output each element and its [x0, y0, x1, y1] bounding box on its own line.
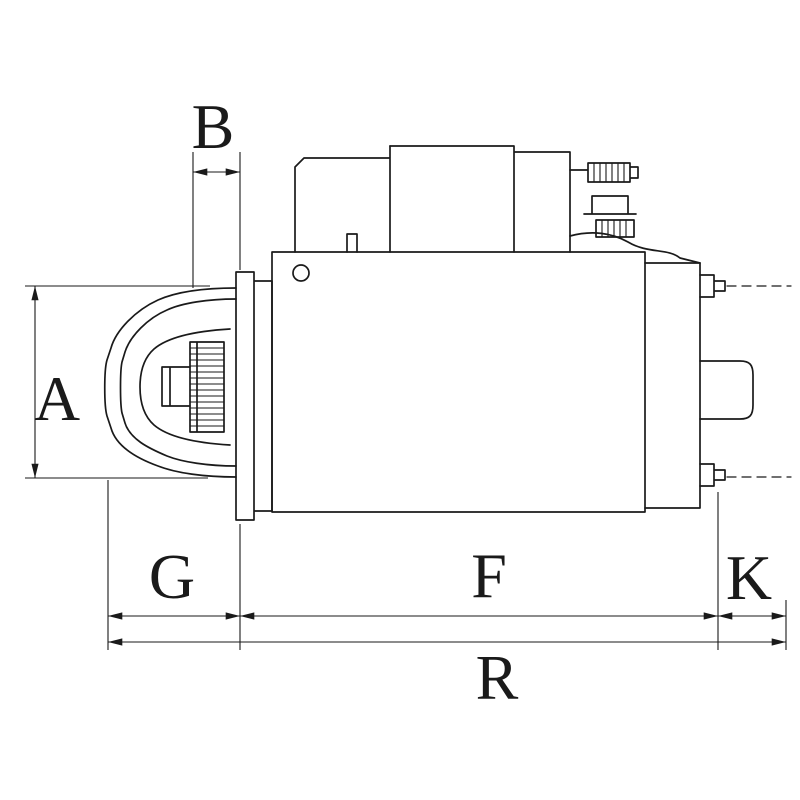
pinion-gear-teeth — [189, 347, 225, 427]
solenoid — [389, 145, 571, 253]
through-bolt-top — [699, 274, 726, 298]
pinion-gear — [189, 341, 225, 433]
dim-label-a: A — [34, 363, 80, 434]
wiring-bracket — [569, 232, 701, 264]
motor-outline — [103, 145, 792, 521]
bracket-inner — [119, 298, 237, 467]
dim-label-r: R — [476, 642, 519, 713]
reference-dashed-lines — [726, 285, 792, 478]
terminal-nut — [583, 195, 637, 215]
mounting-flange — [235, 271, 273, 521]
terminal-stud-top-threads — [593, 162, 625, 183]
terminal-stud-top — [569, 162, 639, 183]
dim-label-k: K — [726, 542, 772, 613]
motor-body — [271, 251, 646, 513]
dim-label-b: B — [192, 91, 235, 162]
extension-lines — [25, 152, 787, 650]
dim-label-g: G — [149, 541, 195, 612]
dimension-labels: B A G F K R — [34, 91, 772, 713]
front-housing — [294, 145, 391, 253]
through-bolt-bottom — [699, 463, 726, 487]
end-cap — [644, 262, 701, 509]
terminal-stud-lower-threads — [601, 219, 627, 238]
pinion-shaft — [161, 366, 191, 407]
dim-label-f: F — [471, 540, 507, 611]
terminal-stud-lower — [595, 219, 635, 238]
dimension-lines — [25, 152, 787, 650]
bracket-outer — [103, 287, 237, 478]
shaft-boss — [699, 360, 754, 420]
inspection-hole — [292, 264, 310, 282]
bracket-opening — [139, 328, 231, 446]
